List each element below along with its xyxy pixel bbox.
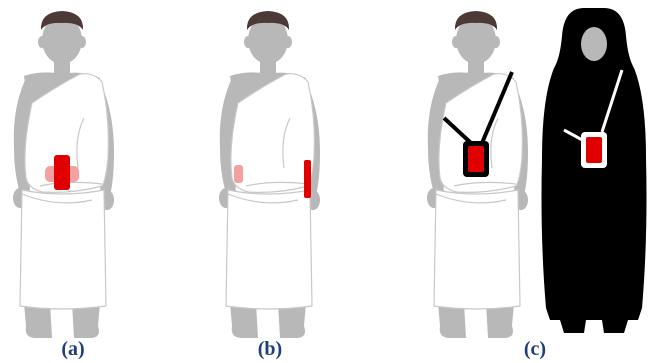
panel-c-man [427,11,528,338]
tracking-device-icon [54,155,70,190]
tracking-device-icon [468,146,484,172]
panel-b-caption: (b) [258,338,282,360]
tracking-device-icon [586,137,602,163]
panel-a [13,11,114,338]
panel-c-caption: (c) [524,338,546,360]
woman-face [581,27,607,61]
panel-c-woman [542,8,647,333]
hand-shadow [234,165,243,183]
panel-a-caption: (a) [61,338,84,360]
tracking-device-icon [304,160,311,198]
panel-b [219,11,320,338]
